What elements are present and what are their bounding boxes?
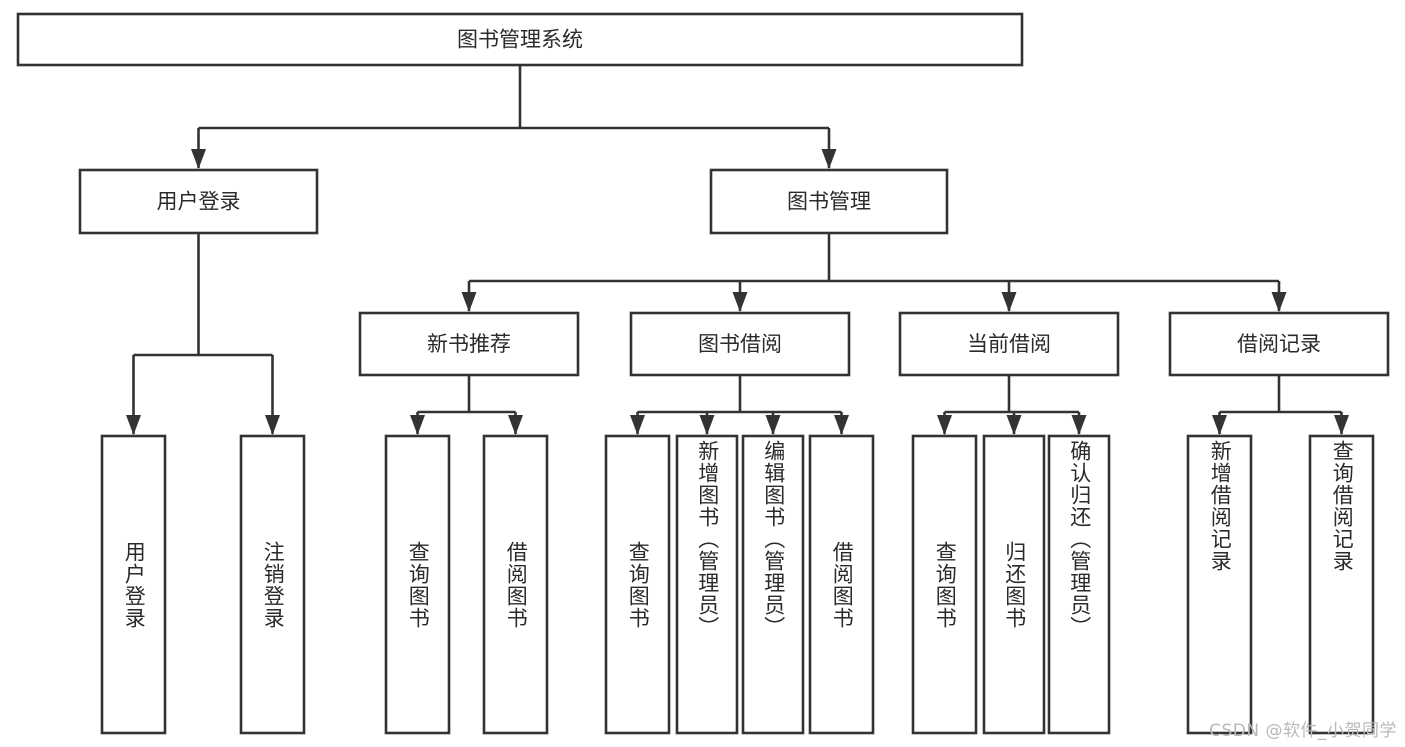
node-box-leaf-rec-add[interactable] [1186, 434, 1253, 735]
arrow-head [410, 415, 425, 435]
node-label-new-book-rec: 新书推荐 [427, 332, 511, 356]
node-label-root: 图书管理系统 [457, 28, 583, 52]
node-box-leaf-borrow-edit[interactable] [741, 434, 805, 735]
node-box-leaf-cur-query[interactable] [911, 434, 978, 735]
node-box-leaf-borrow-query[interactable] [604, 434, 671, 735]
boxes-layer [16, 12, 1390, 735]
arrow-head [765, 415, 781, 435]
node-label-book-borrow: 图书借阅 [698, 332, 782, 356]
arrow-head [508, 415, 523, 435]
connectors-layer [126, 65, 1349, 435]
node-box-leaf-borrow-add[interactable] [675, 434, 739, 735]
arrow-head [1006, 415, 1022, 435]
arrow-head [1271, 292, 1287, 312]
node-box-leaf-cur-return[interactable] [982, 434, 1046, 735]
node-box-leaf-rec-query2[interactable] [1308, 434, 1375, 735]
node-box-leaf-user-logout[interactable] [239, 434, 306, 735]
node-box-user-login[interactable] [78, 168, 319, 235]
node-box-root[interactable] [16, 12, 1024, 67]
node-box-new-book-rec[interactable] [358, 311, 580, 377]
node-label-book-mgmt: 图书管理 [787, 190, 871, 214]
arrow-head [821, 149, 837, 169]
arrow-head [1071, 415, 1087, 435]
arrow-head [732, 292, 748, 312]
node-box-leaf-borrow-lend[interactable] [808, 434, 875, 735]
node-box-book-mgmt[interactable] [709, 168, 949, 235]
node-label-borrow-record: 借阅记录 [1237, 332, 1321, 356]
arrow-head [191, 149, 206, 169]
arrow-head [834, 415, 849, 435]
node-box-leaf-user-login[interactable] [100, 434, 167, 735]
node-box-leaf-rec-query[interactable] [384, 434, 451, 735]
arrow-head [699, 415, 715, 435]
node-box-leaf-rec-borrow[interactable] [482, 434, 549, 735]
node-label-current-borrow: 当前借阅 [967, 332, 1051, 356]
arrow-head [937, 415, 952, 435]
arrow-head [126, 415, 141, 435]
arrow-head [1001, 292, 1017, 312]
arrow-head [630, 415, 645, 435]
node-label-user-login: 用户登录 [157, 190, 241, 214]
node-box-borrow-record[interactable] [1168, 311, 1390, 377]
arrow-head [461, 292, 477, 312]
arrow-head [1212, 415, 1227, 435]
arrow-head [265, 415, 280, 435]
node-box-leaf-cur-confirm[interactable] [1047, 434, 1111, 735]
node-box-book-borrow[interactable] [629, 311, 851, 377]
node-box-current-borrow[interactable] [898, 311, 1120, 377]
arrow-head [1334, 415, 1349, 435]
csdn-watermark: CSDN @软件_小贺同学 [1209, 721, 1397, 741]
